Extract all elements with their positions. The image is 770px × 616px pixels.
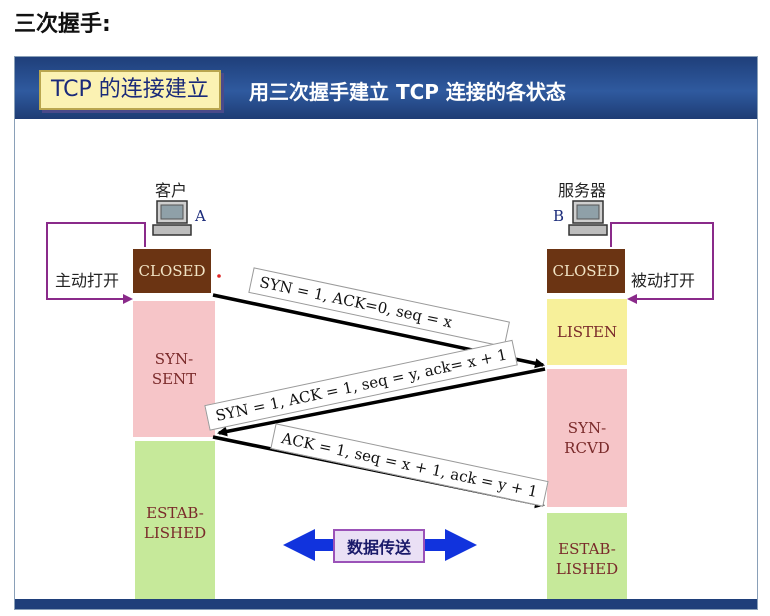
server-letter: B	[553, 207, 565, 225]
page-heading: 三次握手:	[14, 12, 111, 37]
slide-subtitle: 用三次握手建立 TCP 连接的各状态	[249, 80, 566, 104]
arrows-overlay	[46, 222, 714, 561]
syn-ack-arrow	[217, 367, 546, 437]
client-state-syn-sent: SYN- SENT	[133, 301, 215, 437]
server-name: 服务器	[558, 181, 607, 200]
slide: TCP 的连接建立 用三次握手建立 TCP 连接的各状态 客户 A 服务器 B …	[14, 56, 758, 610]
client-name: 客户	[155, 181, 188, 200]
slide-title: TCP 的连接建立	[39, 70, 221, 110]
client-state-closed: CLOSED	[133, 249, 211, 293]
server-computer-icon	[568, 200, 608, 236]
client-open-label: 主动打开	[55, 271, 120, 290]
red-dot	[217, 274, 221, 278]
server-state-listen: LISTEN	[547, 299, 627, 365]
client-state-established: ESTAB- LISHED	[135, 441, 215, 605]
slide-bottom-bar	[15, 599, 757, 609]
server-open-label: 被动打开	[631, 271, 696, 290]
client-open-loop-arrow	[46, 222, 146, 304]
server-state-established: ESTAB- LISHED	[547, 513, 627, 605]
client-letter: A	[195, 207, 206, 225]
server-open-loop-arrow	[610, 222, 714, 304]
data-transfer-label: 数据传送	[333, 529, 425, 563]
client-computer-icon	[152, 200, 192, 236]
server-state-syn-rcvd: SYN- RCVD	[547, 369, 627, 507]
server-state-closed: CLOSED	[547, 249, 625, 293]
